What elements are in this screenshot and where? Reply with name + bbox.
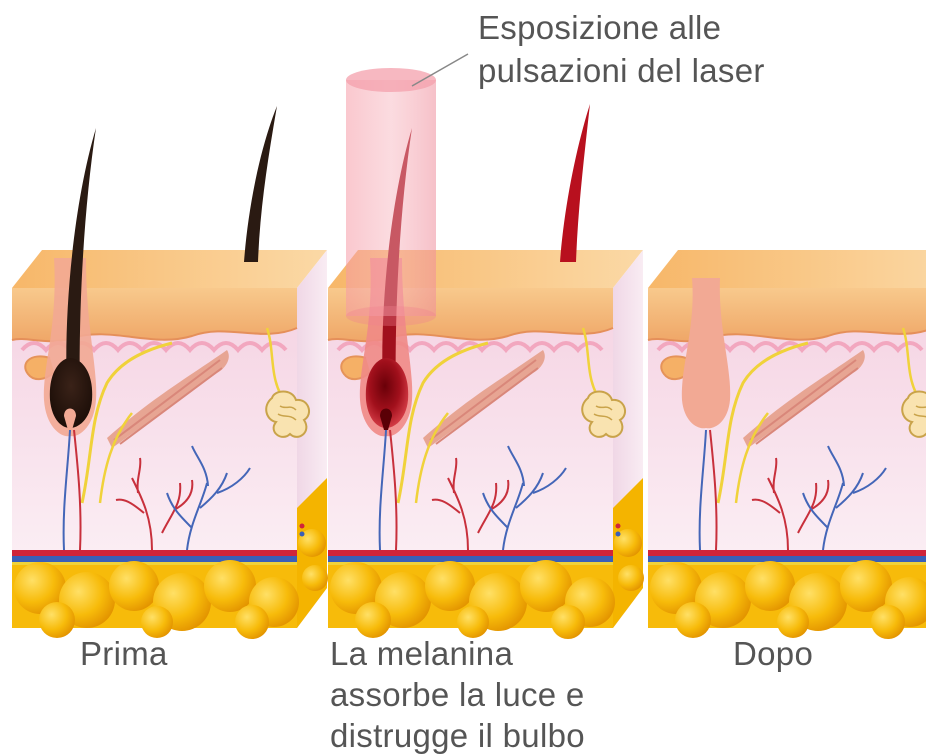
laser-annotation-line-1: Esposizione alle (478, 8, 721, 48)
panel-after (648, 250, 926, 639)
annotation-leader (412, 54, 468, 86)
laser-beam (346, 68, 436, 326)
caption-during-line-2: assorbe la luce e (330, 675, 585, 715)
caption-after: Dopo (733, 634, 813, 674)
caption-during-line-3: distrugge il bulbo (330, 716, 585, 756)
laser-annotation-line-2: pulsazioni del laser (478, 51, 765, 91)
caption-during-line-1: La melanina (330, 634, 513, 674)
panel-before (12, 106, 328, 639)
caption-before: Prima (80, 634, 168, 674)
